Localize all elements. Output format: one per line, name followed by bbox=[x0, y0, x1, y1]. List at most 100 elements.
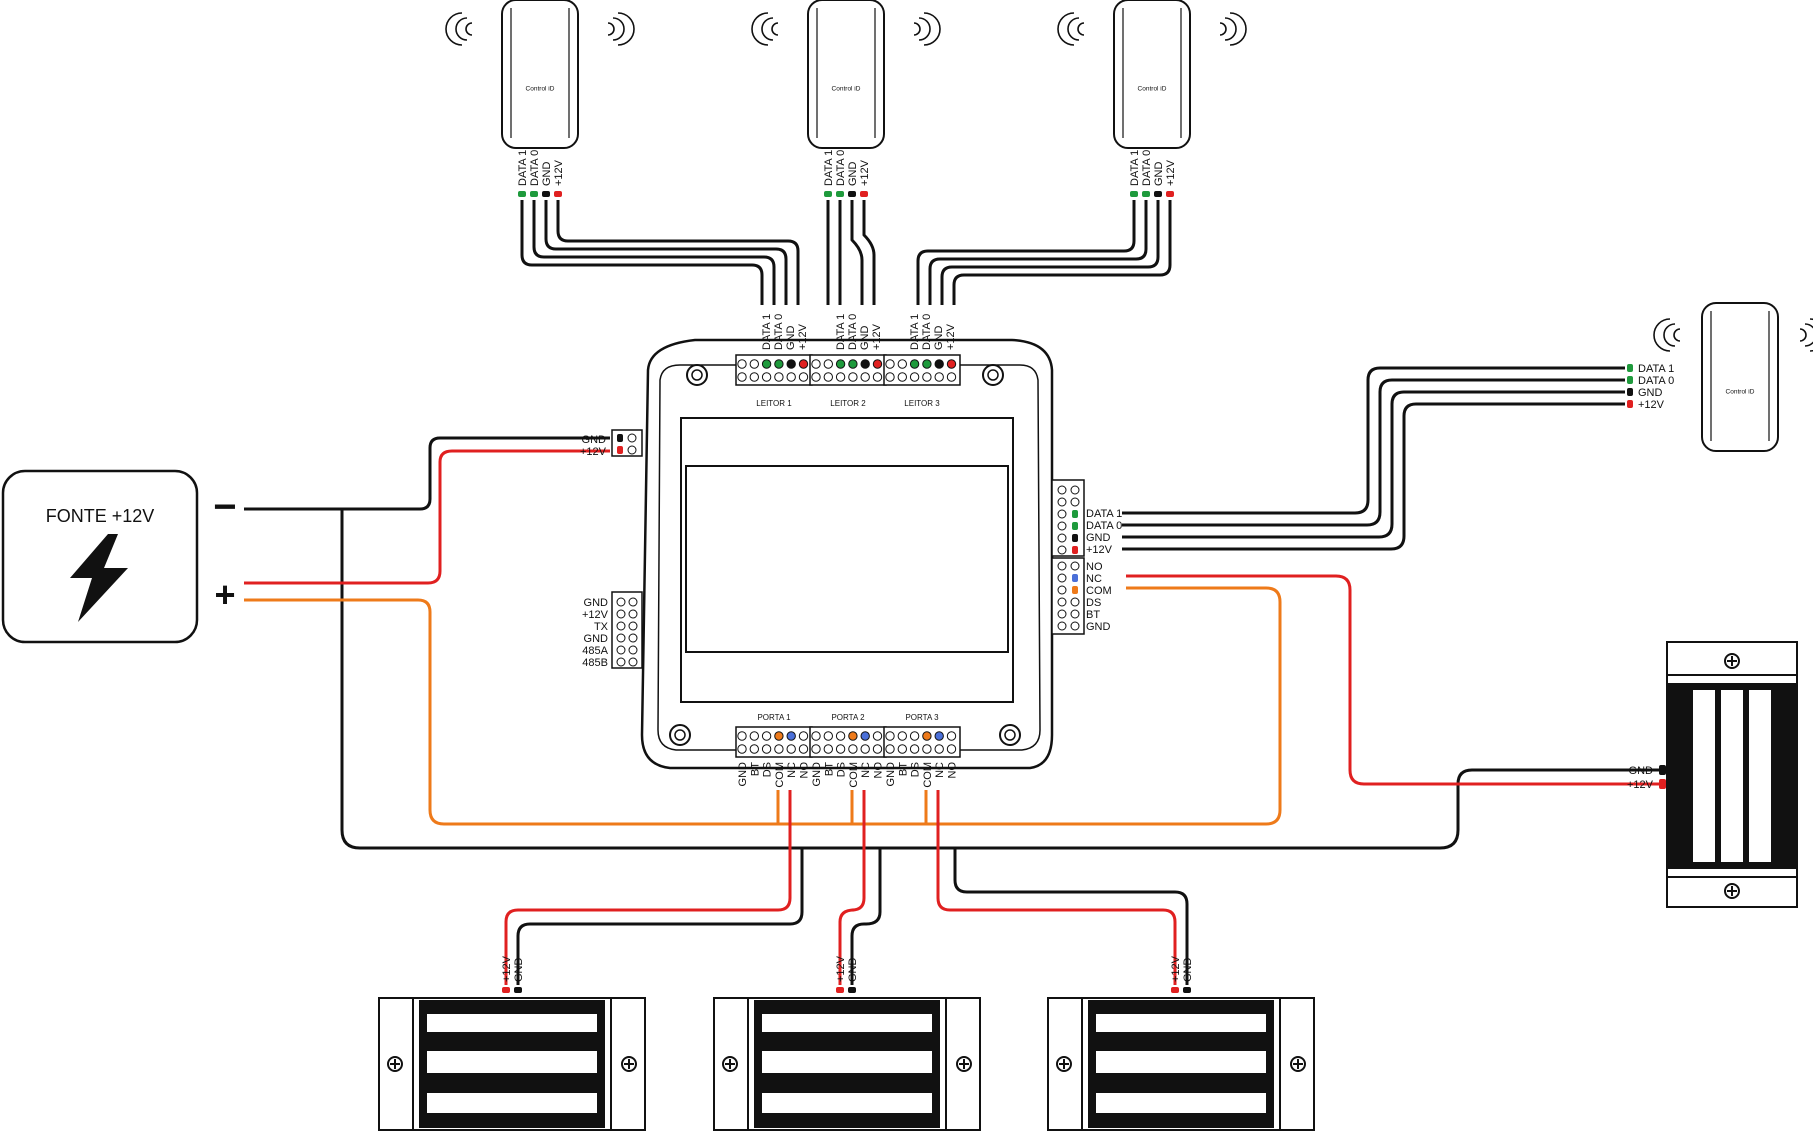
terminal-screw bbox=[628, 609, 638, 619]
controller-reader-pin-label: +12V bbox=[945, 323, 957, 350]
reader-group-label: LEITOR 1 bbox=[756, 399, 792, 408]
terminal-block bbox=[1051, 479, 1085, 557]
terminal-screw bbox=[872, 359, 883, 369]
reader-pin-label: DATA 1 bbox=[1129, 150, 1141, 186]
reader-pin-label: GND bbox=[847, 162, 859, 187]
pin-marker bbox=[1072, 546, 1078, 554]
power-supply-title: FONTE +12V bbox=[46, 506, 155, 526]
rfid-wave-icon bbox=[1224, 17, 1237, 41]
controller-reader-pin-label: +12V bbox=[871, 323, 883, 350]
terminal-screw bbox=[848, 744, 858, 754]
pin-marker bbox=[1154, 191, 1162, 197]
controller-reader-pin-label: GND bbox=[859, 326, 871, 351]
terminal-screw bbox=[922, 731, 932, 741]
terminal-screw bbox=[749, 731, 759, 741]
terminal-screw bbox=[737, 372, 747, 382]
door-pin-label: NC bbox=[786, 762, 798, 778]
wire-reader1-data1 bbox=[520, 200, 764, 305]
screw-icon bbox=[1056, 1056, 1072, 1072]
wire-door1-nc bbox=[504, 790, 792, 985]
terminal-screw bbox=[616, 645, 626, 655]
door-pin-label: GND bbox=[737, 762, 749, 787]
rfid-wave-icon bbox=[913, 22, 921, 36]
terminal-screw bbox=[616, 597, 626, 607]
terminal-block bbox=[611, 591, 643, 669]
wire-reader3-data0 bbox=[928, 200, 1148, 305]
terminal-screw bbox=[922, 372, 932, 382]
screw-icon bbox=[956, 1056, 972, 1072]
screw-icon bbox=[674, 729, 686, 741]
door-pin-label: COM bbox=[922, 762, 934, 788]
terminal-screw bbox=[1070, 597, 1080, 607]
pin-marker bbox=[514, 987, 522, 993]
wire-reader3-data1 bbox=[916, 200, 1136, 305]
terminal-screw bbox=[872, 731, 883, 741]
reader-pin-label: DATA 0 bbox=[529, 150, 541, 186]
reader4-pin-label: GND bbox=[1086, 532, 1111, 544]
pin-marker bbox=[1627, 400, 1633, 408]
controller-reader-pin-label: GND bbox=[933, 326, 945, 351]
wire-reader3-gnd bbox=[940, 200, 1160, 305]
pin-marker bbox=[1183, 987, 1191, 993]
terminal-screw bbox=[860, 359, 870, 369]
terminal-screw bbox=[749, 359, 759, 369]
terminal-screw bbox=[786, 744, 796, 754]
pin-marker bbox=[530, 191, 538, 197]
terminal-screw bbox=[761, 372, 772, 382]
controller-reader-pin-label: DATA 0 bbox=[921, 314, 933, 350]
terminal-screw bbox=[946, 731, 957, 741]
rfid-wave-icon bbox=[612, 17, 625, 41]
rfid-wave-icon bbox=[1057, 12, 1075, 46]
lock-slot bbox=[762, 1051, 932, 1073]
terminal-screw bbox=[885, 372, 895, 382]
rfid-wave-icon bbox=[1804, 323, 1813, 347]
reader4-pin-label: +12V bbox=[1086, 544, 1113, 556]
door-pin-label: GND bbox=[885, 762, 897, 787]
comm-pin-label: +12V bbox=[582, 609, 609, 621]
lightning-bolt-icon bbox=[70, 534, 128, 622]
wire-reader1-data0 bbox=[532, 200, 776, 305]
reader-body-edge bbox=[816, 8, 876, 138]
reader-body-edge bbox=[1122, 8, 1182, 138]
terminal-screw bbox=[848, 372, 858, 382]
lock-slot bbox=[1096, 1051, 1266, 1073]
terminal-screw bbox=[897, 744, 907, 754]
lock-pin-label: +12V bbox=[501, 955, 513, 982]
wire-reader1-gnd bbox=[544, 200, 788, 305]
reader-body-edge bbox=[510, 8, 570, 138]
terminal-screw bbox=[934, 359, 944, 369]
terminal-screw bbox=[1070, 561, 1080, 571]
terminal-screw bbox=[922, 359, 932, 369]
wire-reader3-12v bbox=[952, 200, 1172, 305]
terminal-screw bbox=[1057, 485, 1067, 495]
terminal-screw bbox=[786, 372, 796, 382]
terminal-screw bbox=[872, 372, 883, 382]
lock-pin-label: +12V bbox=[1170, 955, 1182, 982]
power-supply-minus: − bbox=[213, 485, 236, 529]
lock-slot bbox=[1096, 1014, 1266, 1032]
relay4-pin-label: COM bbox=[1086, 585, 1112, 597]
lock-pin-label: GND bbox=[513, 958, 525, 983]
controller-reader-pin-label: DATA 1 bbox=[835, 314, 847, 350]
relay4-pin-label: BT bbox=[1086, 609, 1100, 621]
terminal-screw bbox=[1057, 509, 1067, 519]
reader-brand: Control iD bbox=[1726, 388, 1755, 395]
terminal-screw bbox=[811, 744, 821, 754]
terminal-screw bbox=[627, 433, 637, 443]
wire-reader4-gnd bbox=[1122, 390, 1625, 539]
controller-reader-pin-label: +12V bbox=[797, 323, 809, 350]
reader-body-edge bbox=[1710, 311, 1770, 441]
side-reader-pin-label: DATA 1 bbox=[1638, 363, 1674, 375]
terminal-screw bbox=[1057, 497, 1067, 507]
terminal-screw bbox=[1057, 573, 1067, 583]
comm-pin-label: TX bbox=[594, 621, 609, 633]
